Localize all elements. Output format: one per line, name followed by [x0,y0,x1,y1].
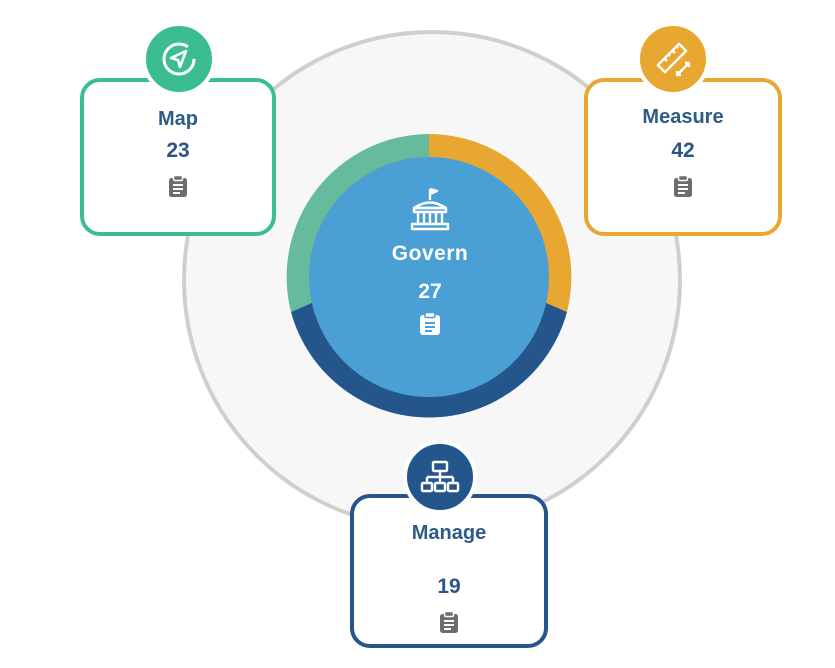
hierarchy-icon [420,460,460,493]
building-flag-icon [410,187,450,231]
govern-content[interactable]: Govern 27 [330,180,530,360]
navigation-arrow-icon [162,42,196,76]
measure-title: Measure [642,106,724,128]
map-badge [142,22,216,96]
manage-card[interactable]: Manage 19 [350,494,548,648]
govern-disc [309,157,549,397]
manage-badge [403,440,477,514]
measure-badge [636,22,710,96]
clipboard-icon[interactable] [439,611,459,634]
govern-count: 27 [418,280,442,303]
ruler-icon [656,42,691,77]
map-card[interactable]: Map 23 [80,78,276,236]
clipboard-icon[interactable] [673,175,693,198]
measure-count: 42 [671,139,695,162]
map-title: Map [158,108,198,130]
donut-segment-map [286,134,429,312]
manage-count: 19 [437,575,461,598]
govern-title: Govern [391,242,469,265]
map-count: 23 [166,139,190,162]
donut-segment-manage [291,302,567,418]
clipboard-icon[interactable] [419,312,441,336]
donut-segment-measure [429,134,572,312]
govern-donut[interactable] [284,132,574,422]
manage-title: Manage [411,522,487,544]
clipboard-icon[interactable] [168,175,188,198]
measure-card[interactable]: Measure 42 [584,78,782,236]
